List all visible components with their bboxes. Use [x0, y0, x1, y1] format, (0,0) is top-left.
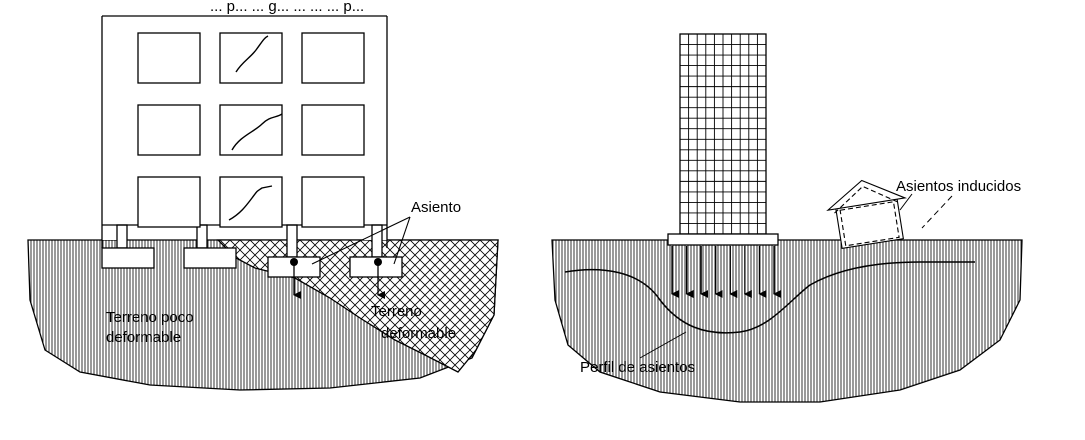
label-terreno-poco-1: Terreno poco: [106, 309, 194, 326]
settlement-profile: [564, 261, 975, 334]
crack-2: [231, 113, 283, 151]
tilted-house: [826, 179, 908, 250]
settlement-markers: [290, 258, 385, 299]
window: [137, 32, 201, 84]
windows: [137, 32, 365, 228]
cracks: [228, 35, 283, 221]
induced-leader-2: [899, 193, 913, 211]
building-outline: [101, 15, 388, 248]
footing-1: [101, 247, 155, 269]
footing-4: [349, 256, 403, 278]
label-terreno-poco-2: deformable: [106, 329, 181, 346]
label-asientos-inducidos: Asientos inducidos: [896, 178, 1021, 195]
footing-2: [183, 247, 237, 269]
top-caption: ... p... ... g... ... ... ... p...: [210, 0, 364, 15]
label-asiento: Asiento: [411, 199, 461, 216]
load-arrows: [671, 246, 781, 298]
left-panel: Asiento Terreno poco deformable Terreno …: [27, 15, 499, 391]
label-perfil-asientos: Perfil de asientos: [580, 359, 695, 376]
right-panel: Asientos inducidos Perfil de asientos: [551, 33, 1023, 403]
crack-3: [228, 185, 273, 221]
window: [137, 176, 201, 228]
window: [301, 32, 365, 84]
tower-grid: [680, 34, 766, 234]
window: [137, 104, 201, 156]
label-terreno-def-1: Terreno: [371, 303, 422, 320]
window: [301, 104, 365, 156]
window: [219, 104, 283, 156]
slab-foundation: [667, 233, 779, 246]
window: [219, 32, 283, 84]
window: [301, 176, 365, 228]
perfil-leader: [639, 331, 687, 359]
crack-1: [235, 35, 269, 73]
asiento-leaders: [311, 216, 411, 265]
induced-leader: [921, 195, 953, 229]
label-terreno-def-2: deformable: [381, 325, 456, 342]
soil-mass-right: [551, 239, 1023, 403]
footings: [101, 247, 403, 278]
